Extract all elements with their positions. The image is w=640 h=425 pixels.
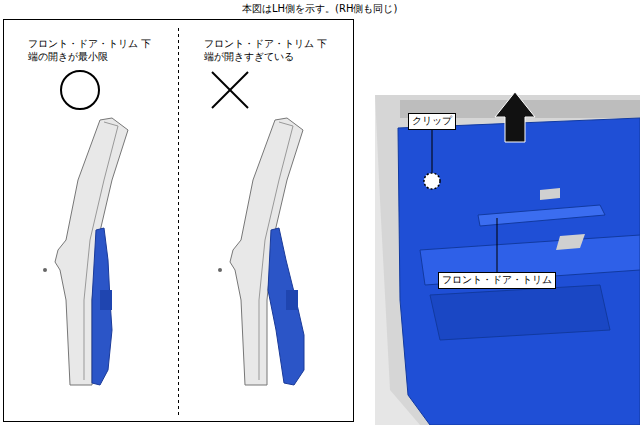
ng-symbol — [212, 72, 248, 108]
figure-note: 本図はLH側を示す。(RH側も同じ) — [242, 3, 397, 16]
divider-line — [178, 28, 179, 416]
part-name: クリップ — [408, 113, 456, 130]
condition-caption: フロント・ドア・トリム 下端の開きが最小限 — [28, 38, 152, 63]
leader-line — [432, 128, 433, 172]
door-section-ok — [43, 118, 128, 385]
condition-caption: フロント・ドア・トリム 下端が開きすぎている — [204, 38, 328, 63]
ok-symbol — [61, 71, 99, 109]
door-trim-picture — [375, 92, 640, 425]
leader-line — [497, 218, 498, 272]
part-name: フロント・ドア・トリム — [438, 272, 556, 289]
door-section-ng — [218, 118, 304, 385]
panel-frame — [4, 20, 354, 422]
